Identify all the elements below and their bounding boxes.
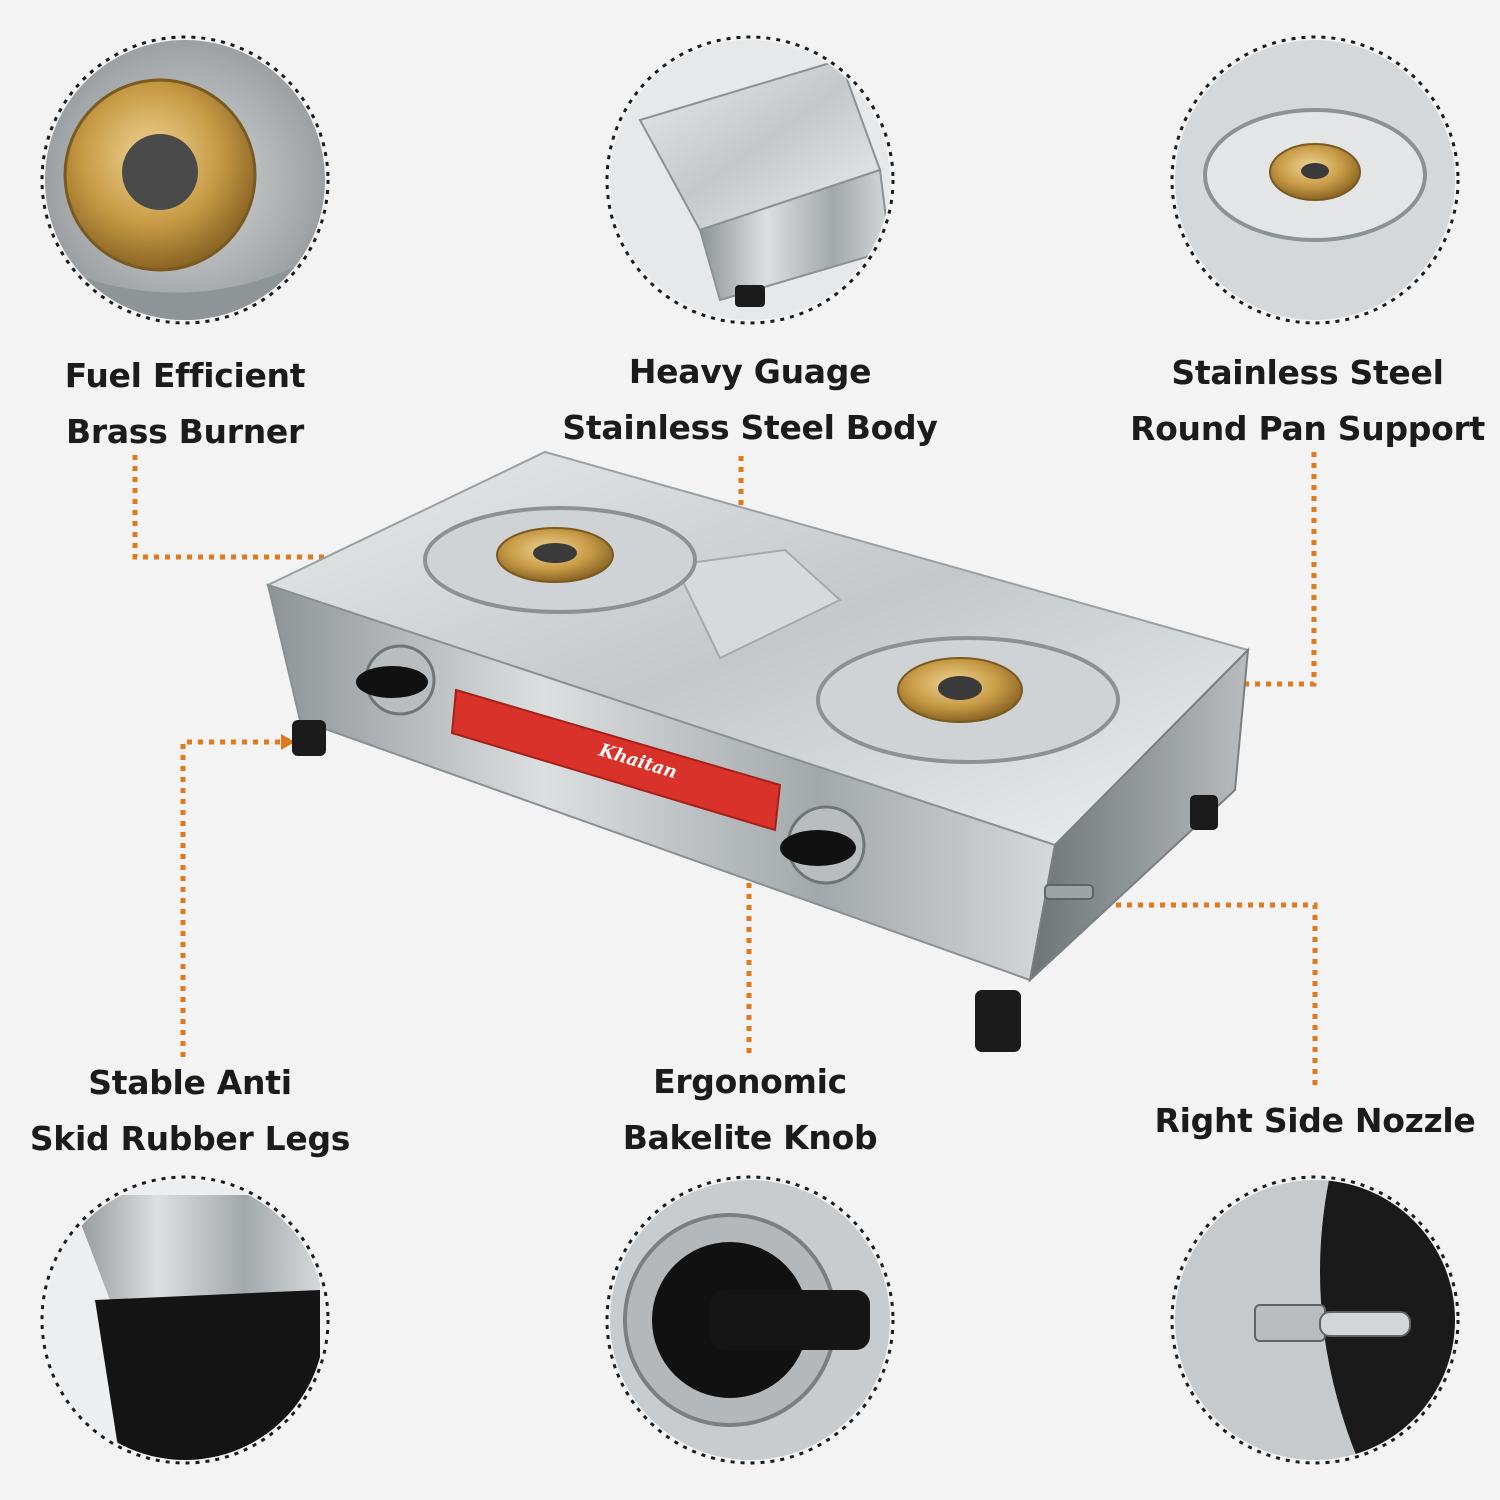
feature-label-pan: Stainless Steel Round Pan Support [1130,353,1485,448]
brand-badge [450,688,782,832]
detail-circle-nozzle [1170,1175,1460,1465]
bakelite-knob [780,830,856,866]
leader-legs [180,739,283,1057]
detail-circle-burner [40,35,330,325]
leader-burner [132,455,520,560]
rubber-leg [1190,795,1218,830]
detail-circle-body [605,35,895,325]
bakelite-knob [356,666,428,698]
feature-label-legs: Stable Anti Skid Rubber Legs [29,1063,351,1158]
gas-stove-image: Khaitan [265,450,1250,1052]
detail-circle-pan [1170,35,1460,325]
leader-nozzle [1100,902,1318,1085]
detail-circle-knob [605,1175,895,1465]
feature-label-knob: Ergonomic Bakelite Knob [622,1062,878,1157]
rubber-leg [975,990,1021,1052]
rubber-leg [292,720,326,756]
detail-circle-legs [40,1175,330,1465]
center-tray [673,548,842,660]
gas-nozzle [1044,884,1094,900]
feature-label-nozzle: Right Side Nozzle [1154,1101,1476,1140]
feature-label-body: Heavy Guage Stainless Steel Body [562,352,938,447]
feature-label-burner: Fuel Efficient Brass Burner [64,356,306,451]
